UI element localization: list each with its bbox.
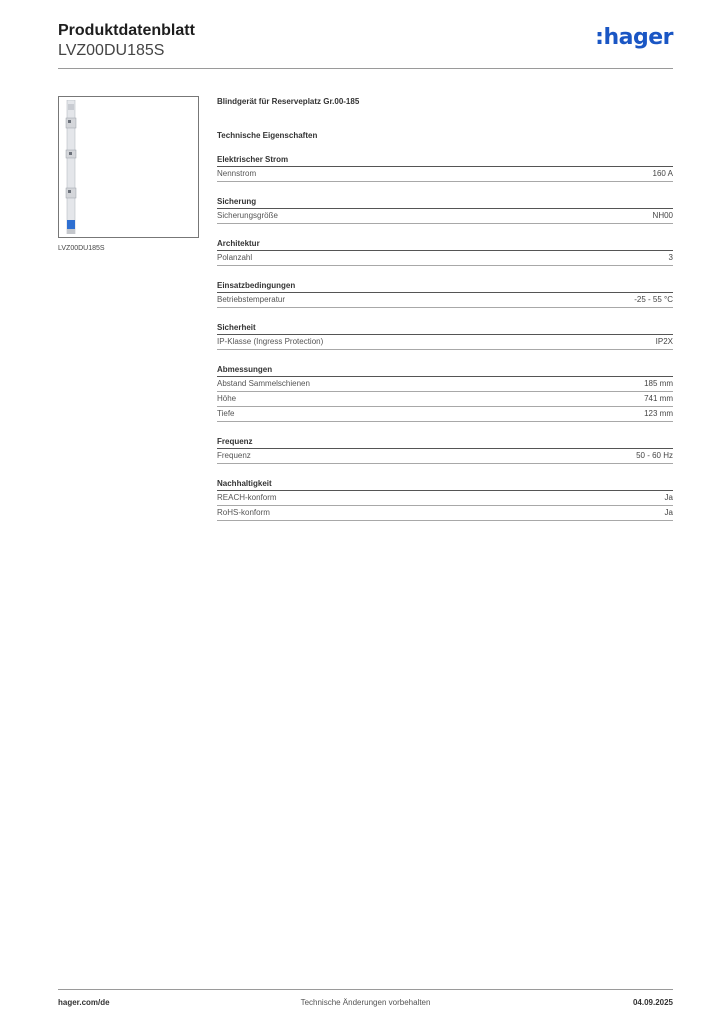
property-row: REACH-konform Ja [217, 491, 673, 506]
footer-date: 04.09.2025 [632, 998, 673, 1007]
property-label: Sicherungsgröße [217, 211, 278, 220]
technical-properties-heading: Technische Eigenschaften [217, 131, 318, 140]
hager-logo: :hager [595, 25, 673, 50]
section-heading: Einsatzbedingungen [217, 281, 673, 293]
section-heading: Architektur [217, 239, 673, 251]
property-label: Abstand Sammelschienen [217, 379, 310, 388]
property-row: IP-Klasse (Ingress Protection) IP2X [217, 335, 673, 350]
product-image-frame [58, 96, 199, 238]
property-value: 50 - 60 Hz [636, 451, 673, 460]
property-row: Sicherungsgröße NH00 [217, 209, 673, 224]
section-heading: Abmessungen [217, 365, 673, 377]
property-value: NH00 [652, 211, 673, 220]
property-value: 160 A [652, 169, 673, 178]
property-row: Abstand Sammelschienen 185 mm [217, 377, 673, 392]
property-label: Tiefe [217, 409, 235, 418]
header-divider [58, 68, 673, 69]
property-row: Nennstrom 160 A [217, 167, 673, 182]
page-footer: hager.com/de Technische Änderungen vorbe… [58, 998, 673, 1010]
property-row: Höhe 741 mm [217, 392, 673, 407]
property-value: IP2X [655, 337, 673, 346]
property-label: Frequenz [217, 451, 251, 460]
property-label: Nennstrom [217, 169, 257, 178]
property-row: Frequenz 50 - 60 Hz [217, 449, 673, 464]
property-value: Ja [664, 508, 673, 517]
property-label: Betriebstemperatur [217, 295, 286, 304]
section-heading: Sicherung [217, 197, 673, 209]
property-value: 3 [668, 253, 673, 262]
section-heading: Elektrischer Strom [217, 155, 673, 167]
page-title: Produktdatenblatt [58, 22, 195, 39]
property-value: -25 - 55 °C [634, 295, 673, 304]
product-details: Blindgerät für Reserveplatz Gr.00-185 Te… [217, 96, 673, 521]
property-label: Höhe [217, 394, 237, 403]
product-image [65, 100, 77, 234]
product-image-caption: LVZ00DU185S [58, 245, 105, 252]
product-name: Blindgerät für Reserveplatz Gr.00-185 [217, 97, 360, 106]
property-label: RoHS-konform [217, 508, 270, 517]
property-row: Polanzahl 3 [217, 251, 673, 266]
section-heading: Frequenz [217, 437, 673, 449]
product-code: LVZ00DU185S [58, 42, 165, 59]
property-row: Tiefe 123 mm [217, 407, 673, 422]
page-header: Produktdatenblatt LVZ00DU185S :hager [58, 21, 673, 61]
property-value: 123 mm [644, 409, 673, 418]
footer-divider [58, 989, 673, 990]
property-value: 185 mm [644, 379, 673, 388]
section-heading: Sicherheit [217, 323, 673, 335]
footer-website: hager.com/de [58, 998, 110, 1007]
property-value: Ja [664, 493, 673, 502]
property-label: REACH-konform [217, 493, 277, 502]
property-row: RoHS-konform Ja [217, 506, 673, 521]
property-label: Polanzahl [217, 253, 253, 262]
property-label: IP-Klasse (Ingress Protection) [217, 337, 324, 346]
property-value: 741 mm [644, 394, 673, 403]
property-row: Betriebstemperatur -25 - 55 °C [217, 293, 673, 308]
footer-notice: Technische Änderungen vorbehalten [300, 998, 431, 1007]
section-heading: Nachhaltigkeit [217, 479, 673, 491]
